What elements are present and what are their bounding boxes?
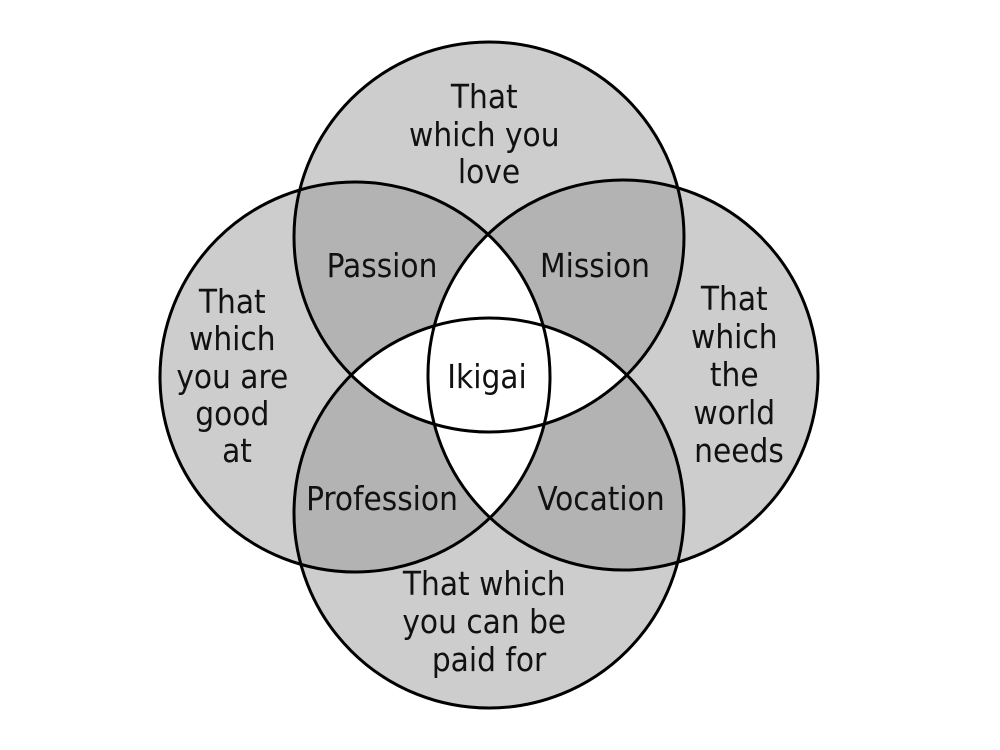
outline-world-needs [426, 178, 820, 572]
label-vocation: Vocation [537, 479, 664, 518]
label-world-needs: That which the world needs [691, 279, 787, 470]
label-good-at: That which you are good at [176, 282, 297, 470]
label-profession: Profession [306, 479, 458, 518]
label-paid-for: That which you can be paid for [402, 564, 576, 679]
label-mission: Mission [540, 246, 650, 285]
outline-love [292, 40, 686, 434]
label-ikigai: Ikigai [447, 357, 527, 396]
outline-good-at [158, 180, 552, 574]
label-love: That which you love [409, 77, 569, 191]
outline-paid-for [292, 316, 686, 710]
label-passion: Passion [327, 246, 438, 285]
